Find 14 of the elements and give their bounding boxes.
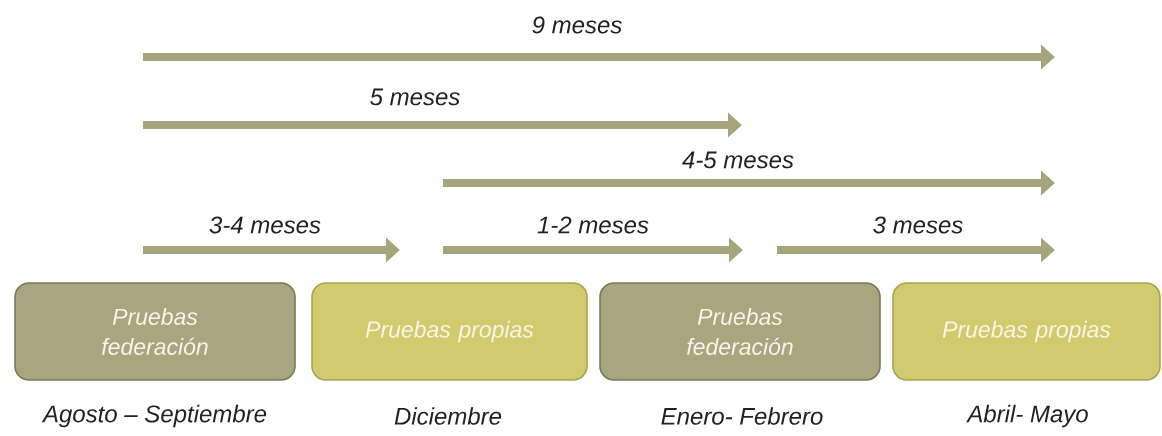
duration-label: 5 meses [370, 88, 460, 106]
duration-label: 3-4 meses [209, 216, 321, 234]
duration-label: 9 meses [532, 16, 622, 34]
month-label: Enero- Febrero [661, 407, 823, 425]
month-label: Abril- Mayo [966, 404, 1088, 428]
month-label: Diciembre [394, 407, 502, 425]
process-box: Pruebas federación [14, 282, 296, 381]
duration-label: 4-5 meses [682, 151, 794, 169]
month-label: Agosto – Septiembre [41, 404, 267, 428]
process-box: Pruebas federación [599, 282, 881, 381]
process-box: Pruebas propias [311, 282, 588, 381]
duration-label: 3 meses [873, 216, 963, 234]
duration-label: 1-2 meses [537, 216, 649, 234]
process-box: Pruebas propias [892, 282, 1161, 381]
